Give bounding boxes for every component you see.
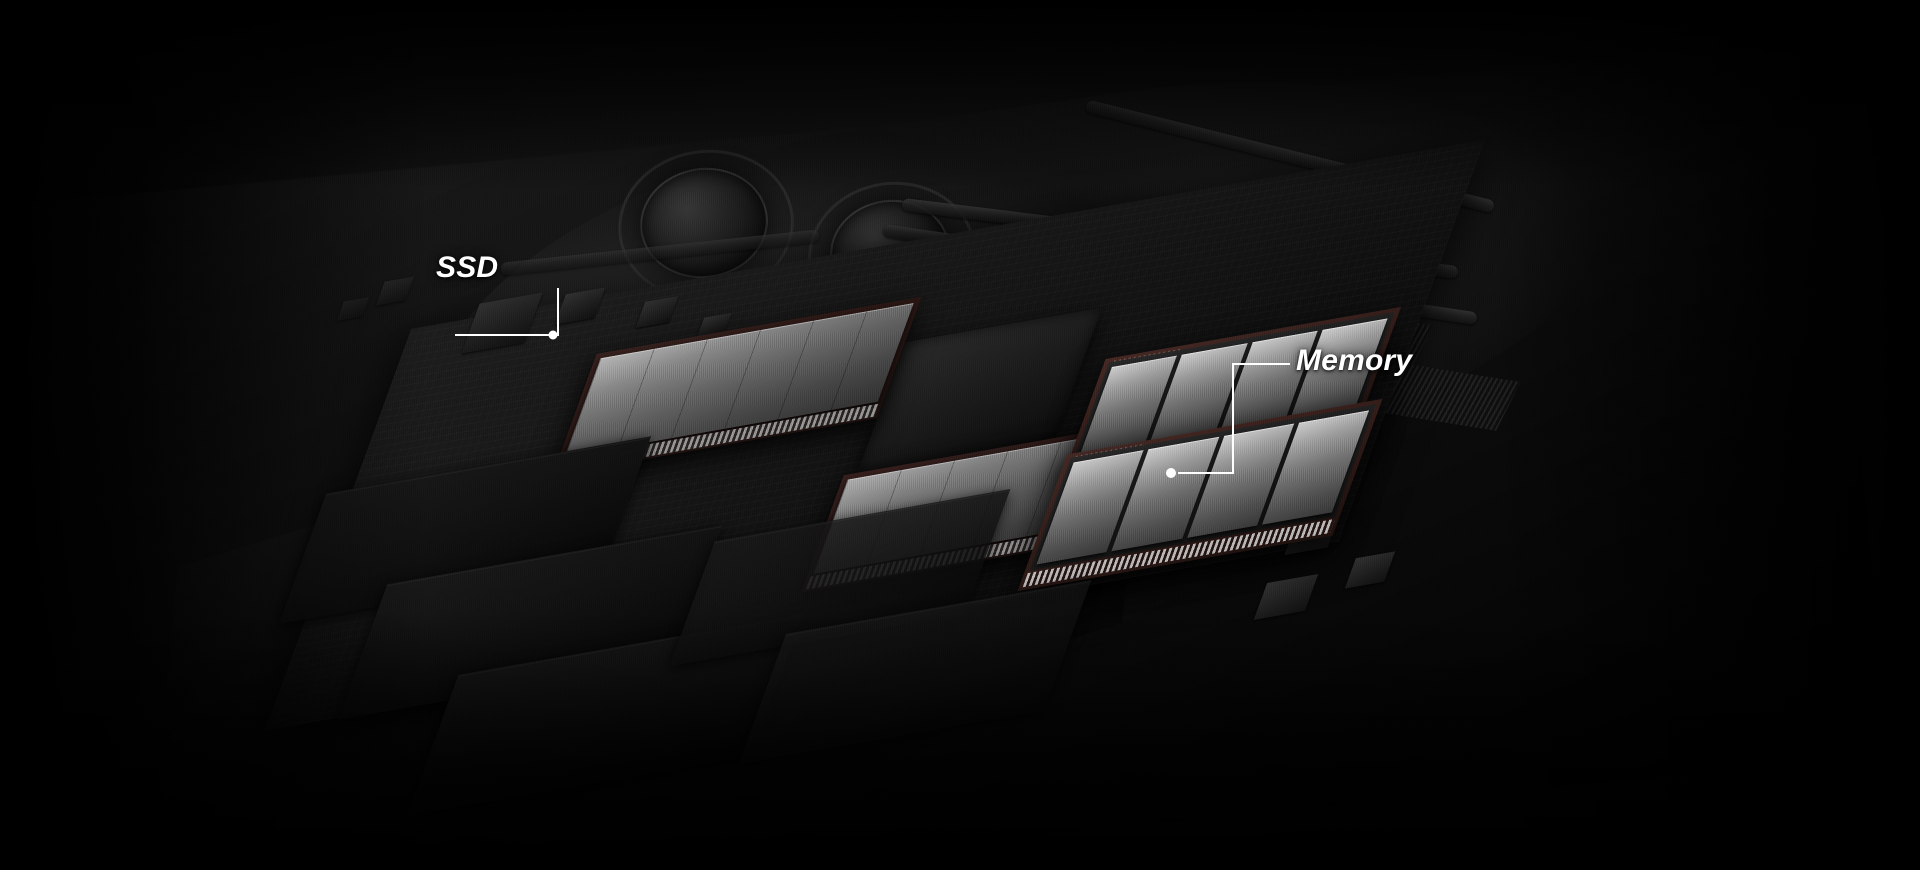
memory-leader-line	[1178, 363, 1290, 474]
callout-label-ssd: SSD	[436, 251, 499, 284]
memory-marker-dot	[1166, 468, 1176, 478]
callout-label-memory: Memory	[1296, 344, 1413, 377]
ssd-leader-line	[455, 288, 559, 336]
ssd-marker-dot	[548, 330, 558, 340]
